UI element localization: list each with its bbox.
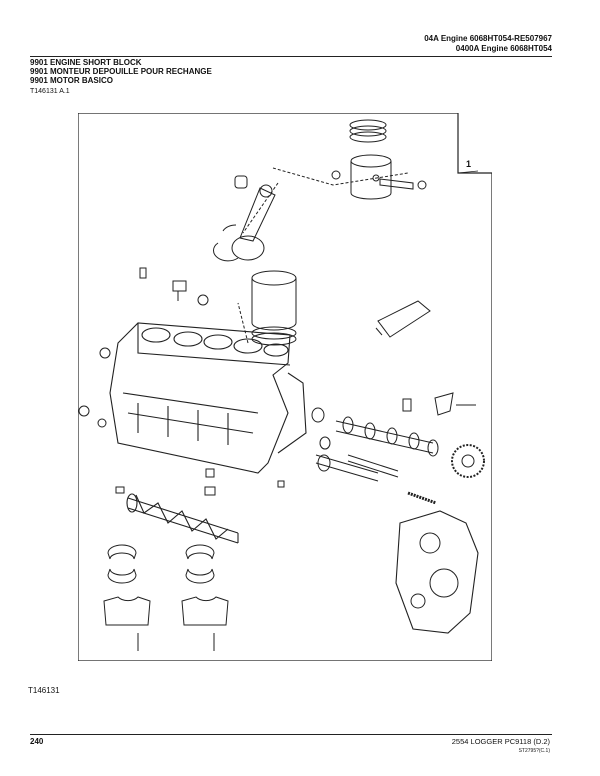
title-english: 9901 ENGINE SHORT BLOCK bbox=[30, 58, 142, 67]
footer-right: 2554 LOGGER PC9118 (D.2) bbox=[451, 737, 550, 746]
bearing-caps bbox=[103, 596, 229, 651]
piston-rings bbox=[349, 119, 387, 143]
thrust-bracket bbox=[402, 392, 476, 416]
engine-block bbox=[109, 322, 307, 474]
diagram-frame bbox=[78, 113, 492, 661]
front-plate bbox=[395, 510, 479, 634]
title-spanish: 9901 MOTOR BASICO bbox=[30, 76, 113, 85]
piston bbox=[350, 154, 392, 200]
illustration-ref-bottom: T146131 bbox=[28, 686, 60, 695]
wrist-pin bbox=[331, 170, 427, 190]
balancer-shaft bbox=[315, 454, 437, 505]
footer-rule bbox=[30, 734, 552, 735]
header-rule bbox=[30, 56, 552, 57]
cam-gear bbox=[451, 444, 485, 478]
seals bbox=[311, 407, 331, 450]
callout-leader bbox=[457, 170, 479, 174]
crankshaft bbox=[126, 493, 239, 544]
cup-plugs bbox=[115, 468, 285, 496]
dashed-leader-rod bbox=[237, 182, 279, 344]
camshaft bbox=[335, 416, 439, 457]
plugs bbox=[78, 267, 209, 428]
header-right: 04A Engine 6068HT054-RE507967 0400A Engi… bbox=[424, 34, 552, 54]
dashed-leader-piston bbox=[272, 167, 409, 186]
illustration-ref-top: T146131 A.1 bbox=[30, 88, 70, 95]
header-line-1: 04A Engine 6068HT054-RE507967 bbox=[424, 34, 552, 43]
footer-code: ST2795?(C.1) bbox=[518, 748, 550, 754]
bearing-shells bbox=[107, 544, 215, 584]
callout-number: 1 bbox=[466, 159, 471, 169]
title-french: 9901 MONTEUR DEPOUILLE POUR RECHANGE bbox=[30, 67, 212, 76]
header-line-2: 0400A Engine 6068HT054 bbox=[455, 44, 552, 53]
section-titles: 9901 ENGINE SHORT BLOCK 9901 MONTEUR DEP… bbox=[30, 58, 212, 85]
sealant-tube bbox=[375, 300, 431, 338]
connecting-rod bbox=[213, 175, 276, 262]
engine-exploded-diagram: 1 bbox=[78, 113, 492, 661]
page-number: 240 bbox=[30, 737, 44, 746]
